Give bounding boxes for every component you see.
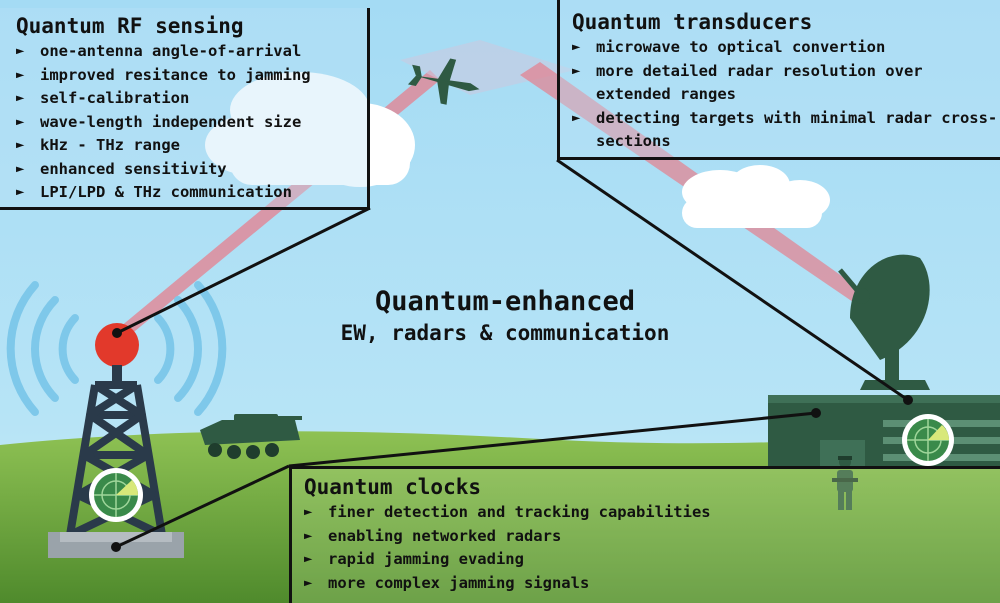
clocks-list: finer detection and tracking capabilitie… bbox=[304, 501, 1000, 595]
connector-lines bbox=[115, 158, 909, 549]
list-item: kHz - THz range bbox=[16, 134, 367, 158]
antenna-head bbox=[95, 323, 139, 367]
list-item: wave-length independent size bbox=[16, 111, 367, 135]
command-building bbox=[768, 395, 1000, 468]
building-radar-screen bbox=[902, 414, 954, 466]
clocks-panel: Quantum clocks finer detection and track… bbox=[289, 466, 1000, 603]
tower-radar-screen bbox=[89, 468, 143, 522]
list-item: enhanced sensitivity bbox=[16, 158, 367, 182]
list-item: detecting targets with minimal radar cro… bbox=[572, 107, 1000, 154]
list-item: self-calibration bbox=[16, 87, 367, 111]
list-item: rapid jamming evading bbox=[304, 548, 1000, 572]
drone bbox=[407, 58, 480, 105]
tank bbox=[200, 414, 302, 459]
transducers-list: microwave to optical convertion more det… bbox=[572, 36, 1000, 154]
cloud-right bbox=[682, 165, 830, 228]
radar-dish bbox=[838, 254, 930, 390]
rf-sensing-list: one-antenna angle-of-arrival improved re… bbox=[16, 40, 367, 205]
list-item: improved resitance to jamming bbox=[16, 64, 367, 88]
radio-waves bbox=[6, 281, 227, 416]
rf-sensing-panel: Quantum RF sensing one-antenna angle-of-… bbox=[0, 8, 370, 210]
connector-dots bbox=[111, 328, 913, 552]
list-item: enabling networked radars bbox=[304, 525, 1000, 549]
transducers-heading: Quantum transducers bbox=[572, 10, 813, 34]
clocks-heading: Quantum clocks bbox=[304, 475, 482, 499]
transducers-panel: Quantum transducers microwave to optical… bbox=[557, 0, 1000, 160]
rf-sensing-heading: Quantum RF sensing bbox=[16, 14, 244, 38]
list-item: more detailed radar resolution over exte… bbox=[572, 60, 1000, 107]
page-subtitle: EW, radars & communication bbox=[340, 321, 670, 345]
list-item: finer detection and tracking capabilitie… bbox=[304, 501, 1000, 525]
list-item: more complex jamming signals bbox=[304, 572, 1000, 596]
list-item: LPI/LPD & THz communication bbox=[16, 181, 367, 205]
list-item: microwave to optical convertion bbox=[572, 36, 1000, 60]
page-title: Quantum-enhanced bbox=[374, 286, 636, 317]
center-title-block: Quantum-enhanced EW, radars & communicat… bbox=[285, 286, 725, 345]
soldier bbox=[832, 456, 858, 510]
list-item: one-antenna angle-of-arrival bbox=[16, 40, 367, 64]
